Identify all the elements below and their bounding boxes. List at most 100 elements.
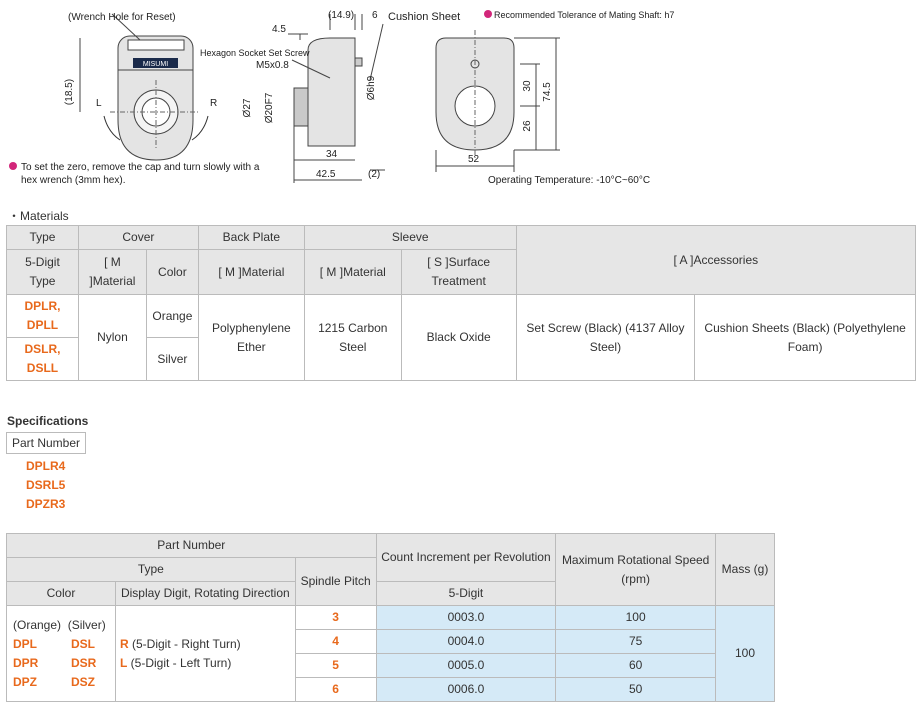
spec-h-spindle: Spindle Pitch xyxy=(294,557,377,606)
svg-text:(14.9): (14.9) xyxy=(328,10,354,21)
note-icon xyxy=(9,162,17,170)
mat-h-back-material: [ M ]Material xyxy=(197,249,305,295)
speed-4: 75 xyxy=(555,629,717,654)
count-5: 0005.0 xyxy=(375,653,557,678)
svg-text:Ø6h9: Ø6h9 xyxy=(366,75,377,100)
code-dpl[interactable]: DPL xyxy=(13,636,37,651)
svg-text:Ø27: Ø27 xyxy=(242,98,253,117)
svg-text:Ø20F7: Ø20F7 xyxy=(264,92,275,123)
silver-label: (Silver) xyxy=(67,617,106,632)
mat-color-silver: Silver xyxy=(145,337,199,381)
materials-table: Type Cover Back Plate Sleeve [ A ]Access… xyxy=(6,225,917,381)
mat-type-dsl[interactable]: DSLR, DSLL xyxy=(6,337,79,381)
dir-r-code[interactable]: R xyxy=(119,636,129,651)
dir-r-text: (5-Digit - Right Turn) xyxy=(128,636,241,651)
code-dsz[interactable]: DSZ xyxy=(71,674,95,689)
misumi-logo xyxy=(133,58,178,68)
materials-label: ・Materials xyxy=(8,209,69,223)
code-dsr[interactable]: DSR xyxy=(71,655,97,670)
spec-color-codes: (Orange) (Silver) DPL DSL DPR DSR DPZ DSZ xyxy=(6,605,116,702)
svg-text:(18.5): (18.5) xyxy=(64,79,75,105)
count-4: 0004.0 xyxy=(375,629,557,654)
part-number-3[interactable]: DPZR3 xyxy=(26,497,66,511)
code-dpz[interactable]: DPZ xyxy=(13,674,37,689)
svg-text:30: 30 xyxy=(522,80,533,92)
counter-window xyxy=(127,39,185,51)
spec-direction: R (5-Digit - Right Turn) L (5-Digit - Le… xyxy=(114,605,296,702)
svg-text:26: 26 xyxy=(522,120,533,132)
mass-value: 100 xyxy=(715,605,775,702)
svg-text:R: R xyxy=(210,98,217,109)
svg-text:M5x0.8: M5x0.8 xyxy=(256,60,289,71)
svg-text:L: L xyxy=(96,98,102,109)
mat-back-material: Polyphenylene Ether xyxy=(197,294,305,381)
mat-h-sleeve: Sleeve xyxy=(303,225,517,250)
mat-color-orange: Orange xyxy=(145,294,199,338)
svg-text:Hexagon Socket Set Screw: Hexagon Socket Set Screw xyxy=(200,48,310,58)
svg-text:Cushion Sheet: Cushion Sheet xyxy=(388,11,460,23)
spec-h-display: Display Digit, Rotating Direction xyxy=(114,581,296,606)
part-number-box: Part Number xyxy=(6,432,87,454)
mat-surface: Black Oxide xyxy=(400,294,517,381)
mat-h-cover: Cover xyxy=(77,225,199,250)
spec-h-mass: Mass (g) xyxy=(715,533,775,606)
mat-h-sleeve-material: [ M ]Material xyxy=(303,249,402,295)
svg-text:52: 52 xyxy=(468,154,480,165)
mat-accessory-2: Cushion Sheets (Black) (Polyethylene Foa… xyxy=(694,294,916,381)
speed-5: 60 xyxy=(555,653,717,678)
svg-text:(Wrench Hole for Reset): (Wrench Hole for Reset) xyxy=(68,12,176,23)
spec-h-color: Color xyxy=(6,581,116,606)
orange-label: (Orange) xyxy=(13,617,62,632)
code-dpr[interactable]: DPR xyxy=(13,655,39,670)
tolerance-note-icon xyxy=(484,10,492,18)
svg-text:(2): (2) xyxy=(368,169,380,180)
svg-text:To set the zero, remove the ca: To set the zero, remove the cap and turn… xyxy=(21,162,260,173)
mat-h-5digit-type: 5-Digit Type xyxy=(6,249,79,295)
mat-sleeve-material: 1215 Carbon Steel xyxy=(303,294,402,381)
svg-text:74.5: 74.5 xyxy=(542,82,553,102)
mat-h-cover-material: [ M ]Material xyxy=(77,249,147,295)
svg-text:6: 6 xyxy=(372,10,378,21)
svg-text:hex wrench (3mm hex).: hex wrench (3mm hex). xyxy=(21,175,125,186)
pitch-6[interactable]: 6 xyxy=(294,677,377,702)
speed-3: 100 xyxy=(555,605,717,630)
spec-h-5digit: 5-Digit xyxy=(375,581,557,606)
svg-text:Recommended Tolerance of Matin: Recommended Tolerance of Mating Shaft: h… xyxy=(494,10,674,20)
spec-h-count: Count Increment per Revolution xyxy=(375,533,557,582)
part-number-1[interactable]: DPLR4 xyxy=(26,459,66,473)
mat-h-color: Color xyxy=(145,249,199,295)
dir-l-code[interactable]: L xyxy=(119,655,128,670)
part-number-2[interactable]: DSRL5 xyxy=(26,478,66,492)
mat-type-dpl[interactable]: DPLR, DPLL xyxy=(6,294,79,338)
mat-h-surface: [ S ]Surface Treatment xyxy=(400,249,517,295)
spec-table: Part Number Count Increment per Revoluti… xyxy=(6,533,775,702)
pitch-4[interactable]: 4 xyxy=(294,629,377,654)
front-view: MISUMI (Wrench Hole for Reset) (18.5) L … xyxy=(9,12,260,186)
part-number-list: DPLR4 DSRL5 DPZR3 xyxy=(26,457,65,514)
spec-h-max-speed: Maximum Rotational Speed (rpm) xyxy=(555,533,717,606)
speed-6: 50 xyxy=(555,677,717,702)
code-dsl[interactable]: DSL xyxy=(71,636,95,651)
count-6: 0006.0 xyxy=(375,677,557,702)
pitch-5[interactable]: 5 xyxy=(294,653,377,678)
mat-h-accessories: [ A ]Accessories xyxy=(515,225,917,295)
svg-text:MISUMI: MISUMI xyxy=(143,61,168,68)
side-view: 4.5 (14.9) 6 Cushion Sheet Hexagon Socke… xyxy=(200,10,460,183)
drawing-svg: MISUMI (Wrench Hole for Reset) (18.5) L … xyxy=(9,10,674,186)
svg-text:34: 34 xyxy=(326,149,338,160)
mat-h-back-plate: Back Plate xyxy=(197,225,305,250)
mat-h-type: Type xyxy=(6,225,79,250)
mat-accessory-1: Set Screw (Black) (4137 Alloy Steel) xyxy=(515,294,696,381)
pitch-3[interactable]: 3 xyxy=(294,605,377,630)
back-view: Recommended Tolerance of Mating Shaft: h… xyxy=(435,10,674,186)
specifications-title: Specifications xyxy=(7,414,89,428)
count-3: 0003.0 xyxy=(375,605,557,630)
svg-text:42.5: 42.5 xyxy=(316,169,336,180)
svg-text:4.5: 4.5 xyxy=(272,24,286,35)
dir-l-text: (5-Digit - Left Turn) xyxy=(127,655,232,670)
spec-h-part-number: Part Number xyxy=(6,533,377,558)
svg-text:Operating Temperature: -10°C~6: Operating Temperature: -10°C~60°C xyxy=(488,175,650,186)
mat-cover-material: Nylon xyxy=(77,294,147,381)
technical-drawing: MISUMI (Wrench Hole for Reset) (18.5) L … xyxy=(0,0,920,200)
spec-h-type: Type xyxy=(6,557,296,582)
